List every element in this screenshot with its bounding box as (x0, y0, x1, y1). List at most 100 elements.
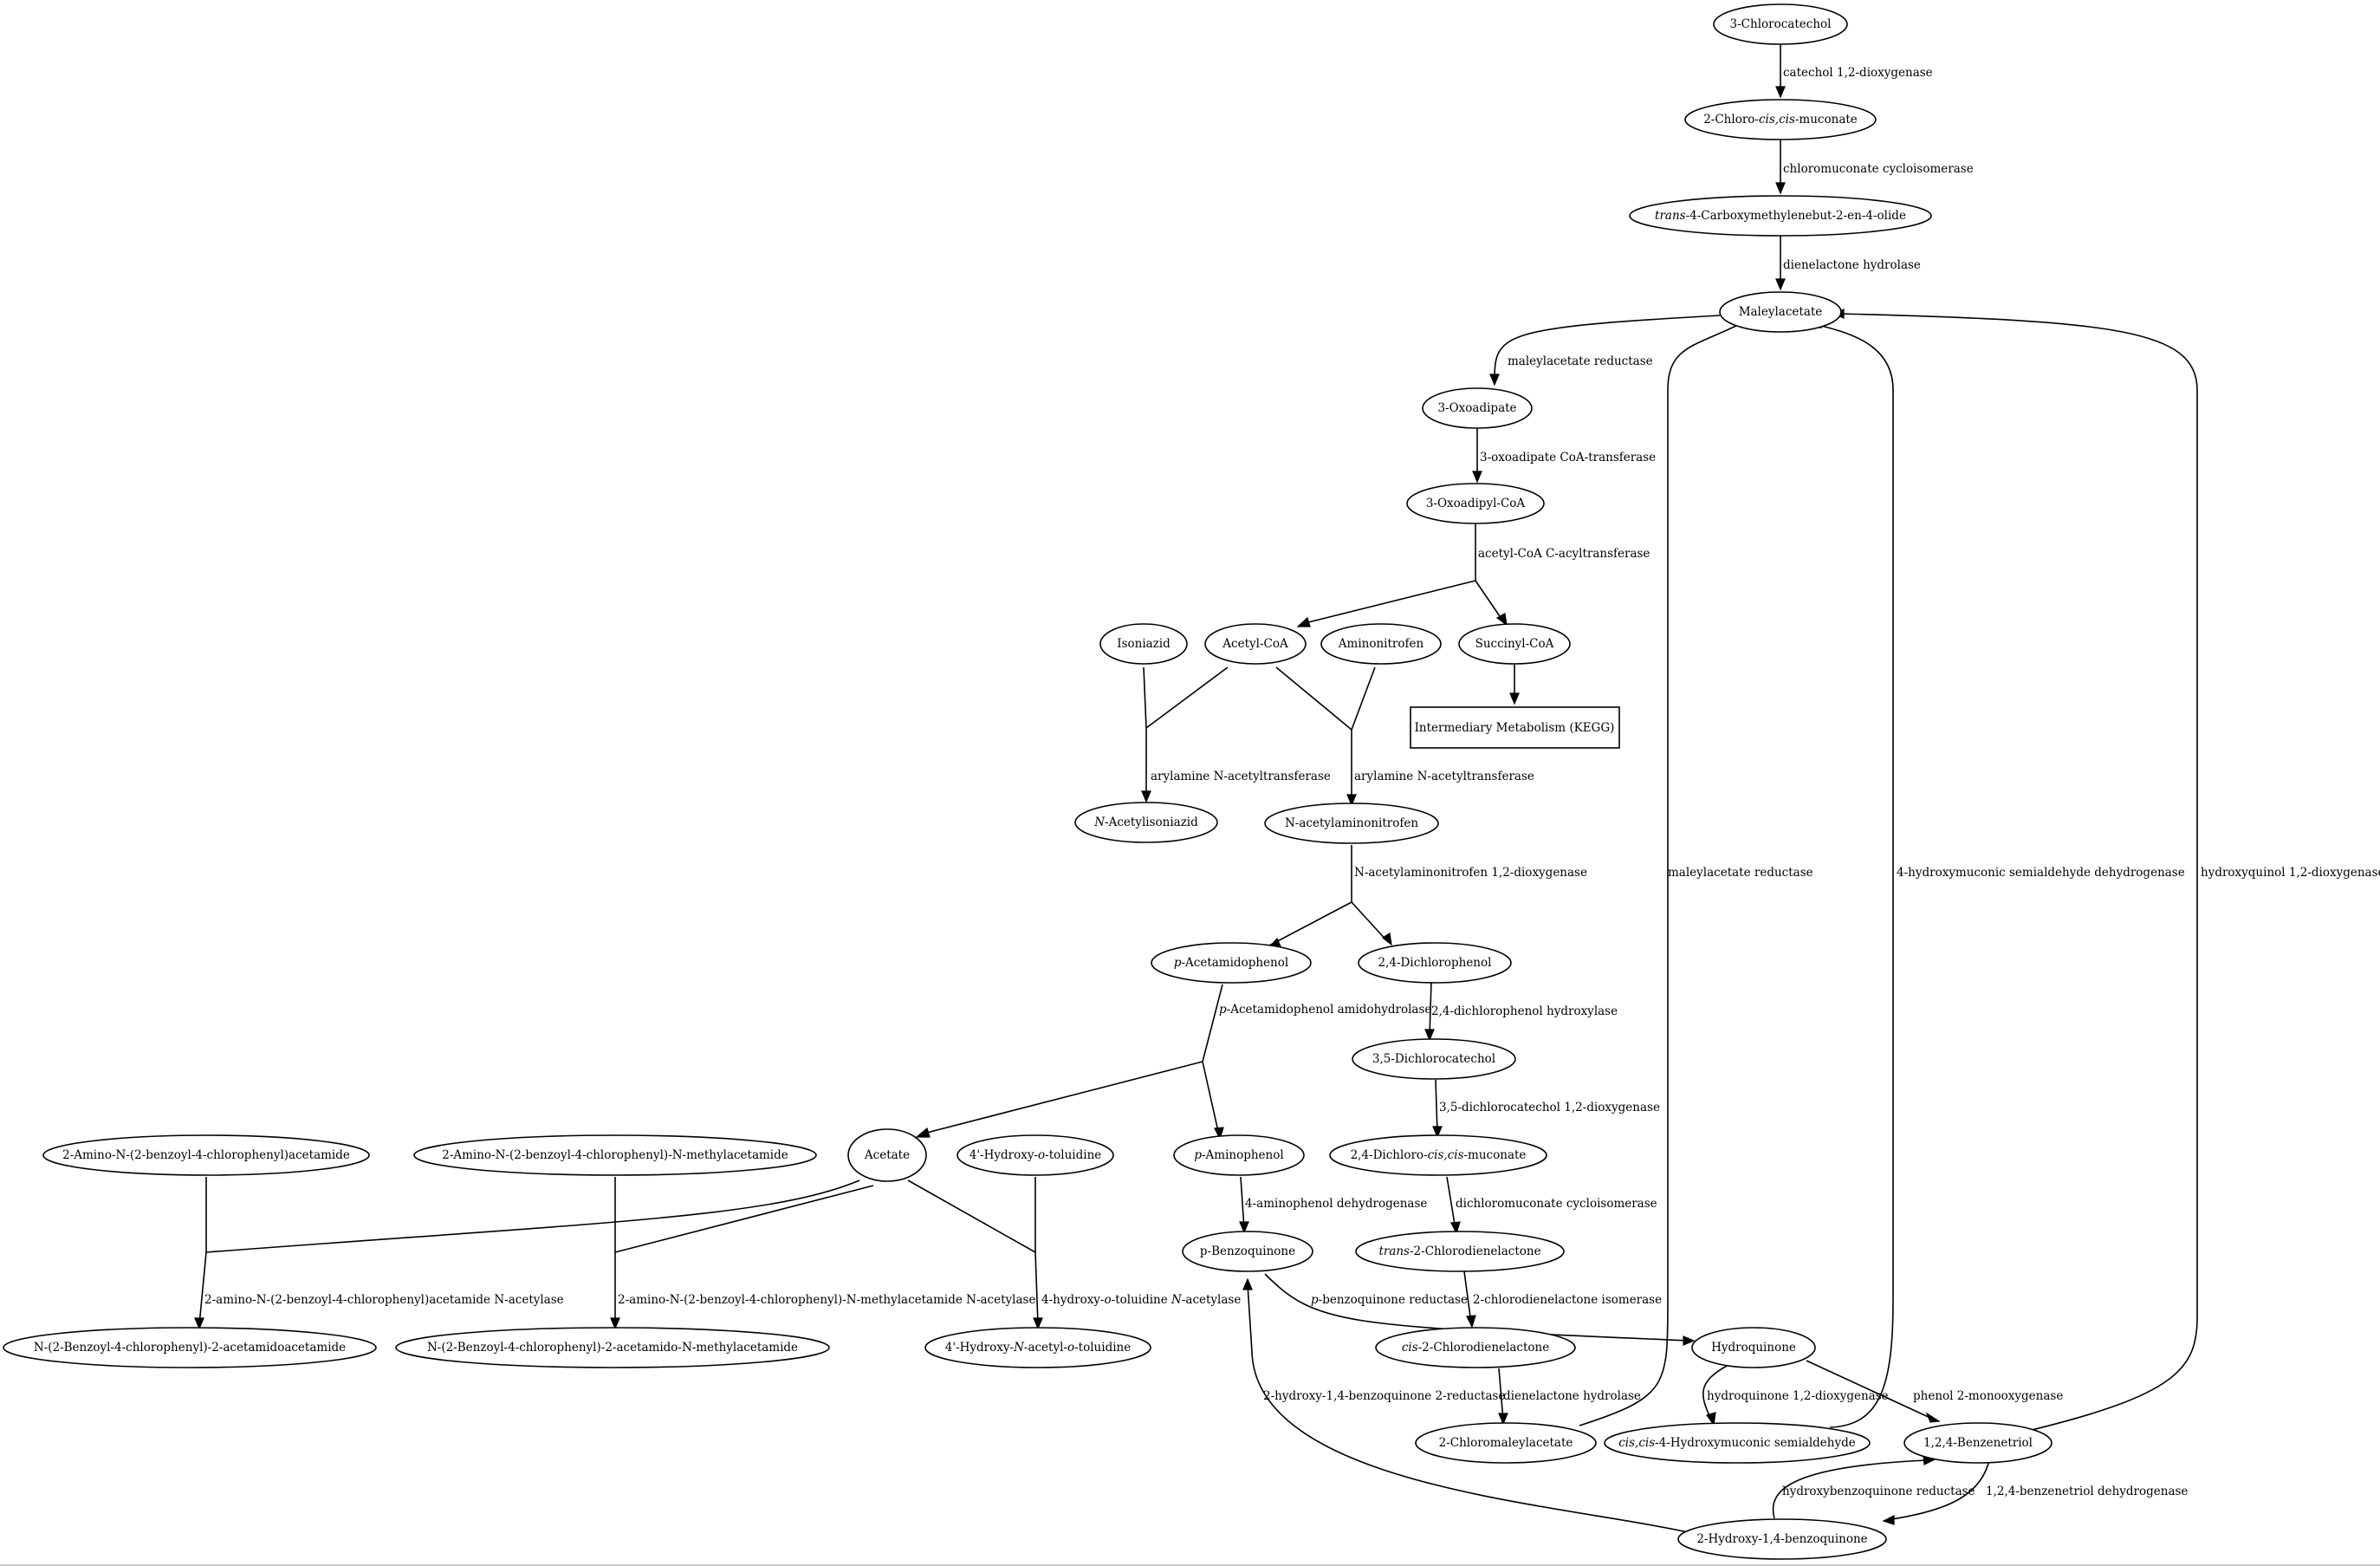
edge-benzoquinone-to-hydroquinone (1264, 1273, 1690, 1342)
arrow-to-dichloromuconate (1432, 1126, 1443, 1139)
arrow-to-maleylacetate (1775, 278, 1786, 291)
node-benzoyl-acetamido-methylacetamide-label: N-(2-Benzoyl-4-chlorophenyl)-2-acetamido… (427, 1341, 798, 1355)
node-3-chlorocatechol: 3-Chlorocatechol (1713, 3, 1848, 45)
node-aminonitrofen: Aminonitrofen (1320, 623, 1442, 665)
label-hydroxybenzoquinone-reductase: hydroxybenzoquinone reductase (1782, 1485, 1975, 1498)
label-semialdehyde-dehydrogenase: 4-hydroxymuconic semialdehyde dehydrogen… (1897, 866, 2185, 880)
arrow-to-succinyl-coa (1495, 613, 1508, 627)
arrow-to-carboxymethylene (1775, 182, 1786, 195)
arrow-to-cis-chlorodienelactone (1466, 1315, 1476, 1329)
node-3-oxoadipyl-coa: 3-Oxoadipyl-CoA (1406, 483, 1545, 524)
node-2-4-dichlorophenol-label: 2,4-Dichlorophenol (1378, 956, 1492, 970)
node-acetate-label: Acetate (864, 1148, 910, 1162)
arrow-to-dichlorocatechol (1424, 1029, 1435, 1042)
node-succinyl-coa: Succinyl-CoA (1458, 623, 1571, 665)
edge-isoniazid-to-junction (1143, 666, 1147, 729)
label-n-acetylaminonitrofen-dioxygenase: N-acetylaminonitrofen 1,2-dioxygenase (1354, 866, 1587, 880)
edge-junction-to-aminophenol (1202, 1061, 1220, 1136)
node-trans-4-carboxymethylenebut-2-en-4-olide: trans-4-Carboxymethylenebut-2-en-4-olide (1629, 195, 1932, 237)
label-2-hydroxy-benzoquinone-2-reductase: 2-hydroxy-1,4-benzoquinone 2-reductase (1263, 1389, 1505, 1403)
arrow-to-hydroxy-benzoquinone (1882, 1515, 1895, 1525)
node-acetate: Acetate (847, 1128, 927, 1182)
label-hydroquinone-dioxygenase: hydroquinone 1,2-dioxygenase (1707, 1389, 1889, 1403)
node-carboxymethylene-label: trans-4-Carboxymethylenebut-2-en-4-olide (1655, 209, 1906, 223)
edge-cis-chlorodienelactone-to-chloromaleylacetate (1498, 1368, 1504, 1421)
edge-trans-to-cis-chlorodienelactone (1463, 1270, 1472, 1324)
edge-junction-to-benzoyl-acetamidoacetamide (198, 1251, 207, 1326)
label-toluidine-n-acetylase: 4-hydroxy-o-toluidine N-acetylase (1041, 1293, 1241, 1307)
label-arylamine-n-acetyltransferase-left: arylamine N-acetyltransferase (1151, 770, 1331, 783)
nodes: 3-Chlorocatechol 2-Chloro-cis,cis-mucona… (3, 3, 2053, 1560)
label-3-5-dichlorocatechol-dioxygenase: 3,5-dichlorocatechol 1,2-dioxygenase (1439, 1101, 1660, 1114)
arrow-to-acetyl-coa (1296, 616, 1311, 627)
label-catechol-1-2-dioxygenase: catechol 1,2-dioxygenase (1783, 66, 1933, 80)
node-p-aminophenol-label: p-Aminophenol (1194, 1148, 1283, 1162)
node-2-amino-methylacetamide-label: 2-Amino-N-(2-benzoyl-4-chlorophenyl)-N-m… (442, 1148, 788, 1162)
node-trans-2-chlorodienelactone: trans-2-Chlorodienelactone (1355, 1231, 1565, 1272)
edge-acetyl-coa-to-isoniazid-junction (1145, 666, 1229, 729)
node-aminonitrofen-label: Aminonitrofen (1338, 637, 1424, 651)
label-hydroxyquinol-dioxygenase: hydroxyquinol 1,2-dioxygenase (2201, 866, 2380, 880)
arrow-to-hydroquinone (1683, 1335, 1696, 1346)
node-hydroxymuconic-semialdehyde-label: cis,cis-4-Hydroxymuconic semialdehyde (1618, 1436, 1856, 1450)
node-n-acetylisoniazid-label: N-Acetylisoniazid (1093, 815, 1198, 829)
edge-acetamidophenol-to-junction (1202, 984, 1223, 1062)
node-intermediary-metabolism-label: Intermediary Metabolism (KEGG) (1415, 721, 1615, 735)
label-p-acetamidophenol-amidohydrolase: p-Acetamidophenol amidohydrolase (1219, 1003, 1431, 1017)
node-3-oxoadipate-label: 3-Oxoadipate (1437, 401, 1516, 415)
arrow-to-benzoyl-acetamido-methylacetamide (610, 1317, 620, 1330)
edge-junction-to-succinyl-coa (1475, 580, 1504, 622)
edges (198, 39, 2198, 1533)
node-maleylacetate-label: Maleylacetate (1739, 305, 1823, 319)
node-acetyl-coa: Acetyl-CoA (1204, 623, 1307, 665)
edge-junction-to-acetate (919, 1061, 1203, 1135)
node-hydroquinone-label: Hydroquinone (1711, 1341, 1796, 1355)
arrow-to-semialdehyde (1706, 1412, 1716, 1426)
edge-acetate-to-methylacetamide-junction (614, 1185, 874, 1253)
label-3-oxoadipate-coa-transferase: 3-oxoadipate CoA-transferase (1480, 451, 1656, 465)
arrow-to-acetate (915, 1127, 931, 1138)
arrow-to-oxoadipyl-coa (1472, 471, 1482, 484)
node-2-amino-acetamide-label: 2-Amino-N-(2-benzoyl-4-chlorophenyl)acet… (62, 1148, 350, 1162)
node-succinyl-coa-label: Succinyl-CoA (1475, 637, 1554, 651)
node-n-acetylisoniazid: N-Acetylisoniazid (1074, 802, 1218, 843)
node-benzoyl-acetamido-methylacetamide: N-(2-Benzoyl-4-chlorophenyl)-2-acetamido… (395, 1327, 830, 1368)
edge-aminophenol-to-benzoquinone (1240, 1176, 1245, 1230)
node-acetyl-coa-label: Acetyl-CoA (1222, 637, 1288, 651)
edge-aminonitrofen-to-junction (1351, 666, 1376, 731)
node-2-amino-acetamide: 2-Amino-N-(2-benzoyl-4-chlorophenyl)acet… (42, 1134, 370, 1176)
label-maleylacetate-reductase-lower: maleylacetate reductase (1668, 866, 1813, 880)
edge-maleylacetate-to-oxoadipate (1494, 315, 1721, 382)
node-3-chlorocatechol-label: 3-Chlorocatechol (1730, 17, 1832, 31)
arrow-to-benzoquinone (1239, 1221, 1249, 1234)
node-2-chloro-cis-cis-muconate-label: 2-Chloro-cis,cis-muconate (1703, 113, 1858, 127)
edge-acetyl-coa-to-aminonitrofen-junction (1275, 666, 1352, 731)
node-benzoyl-acetamidoacetamide-label: N-(2-Benzoyl-4-chlorophenyl)-2-acetamido… (34, 1341, 346, 1355)
arrowheads (194, 86, 1941, 1525)
label-acetyl-coa-c-acyltransferase: acetyl-CoA C-acyltransferase (1478, 547, 1650, 561)
label-arylamine-n-acetyltransferase-right: arylamine N-acetyltransferase (1354, 770, 1534, 783)
node-4-hydroxy-n-acetyl-o-toluidine: 4'-Hydroxy-N-acetyl-o-toluidine (924, 1327, 1151, 1368)
node-1-2-4-benzenetriol-label: 1,2,4-Benzenetriol (1923, 1436, 2033, 1450)
node-1-2-4-benzenetriol: 1,2,4-Benzenetriol (1903, 1422, 2053, 1464)
edge-hydroxy-benzoquinone-to-benzenetriol (1772, 1459, 1929, 1519)
arrow-to-benzenetriol-from-hydroquinone (1925, 1412, 1941, 1423)
edge-chloromaleylacetate-to-maleylacetate (1579, 323, 1741, 1426)
node-2-4-dichlorophenol: 2,4-Dichlorophenol (1358, 942, 1512, 984)
node-3-oxoadipate: 3-Oxoadipate (1422, 387, 1533, 429)
node-cis-cis-4-hydroxymuconic-semialdehyde: cis,cis-4-Hydroxymuconic semialdehyde (1604, 1422, 1871, 1464)
edge-junction-to-acetamidophenol (1268, 901, 1352, 946)
label-dichloromuconate-cycloisomerase: dichloromuconate cycloisomerase (1456, 1197, 1657, 1211)
edge-dichlorocatechol-to-dichloromuconate (1435, 1079, 1438, 1134)
arrow-to-chloromaleylacetate (1498, 1413, 1508, 1426)
node-4-hydroxy-o-toluidine: 4'-Hydroxy-o-toluidine (957, 1134, 1114, 1176)
arrow-to-dichlorophenol (1381, 932, 1392, 946)
node-n-acetylaminonitrofen-label: N-acetylaminonitrofen (1285, 816, 1418, 830)
arrow-to-aminophenol (1214, 1127, 1224, 1140)
node-2-chloromaleylacetate-label: 2-Chloromaleylacetate (1439, 1436, 1573, 1450)
node-3-5-dichlorocatechol-label: 3,5-Dichlorocatechol (1372, 1052, 1495, 1066)
node-2-chloro-cis-cis-muconate: 2-Chloro-cis,cis-muconate (1684, 99, 1877, 140)
arrow-to-chloromuconate (1775, 86, 1786, 99)
arrow-to-oxoadipate (1489, 374, 1500, 387)
